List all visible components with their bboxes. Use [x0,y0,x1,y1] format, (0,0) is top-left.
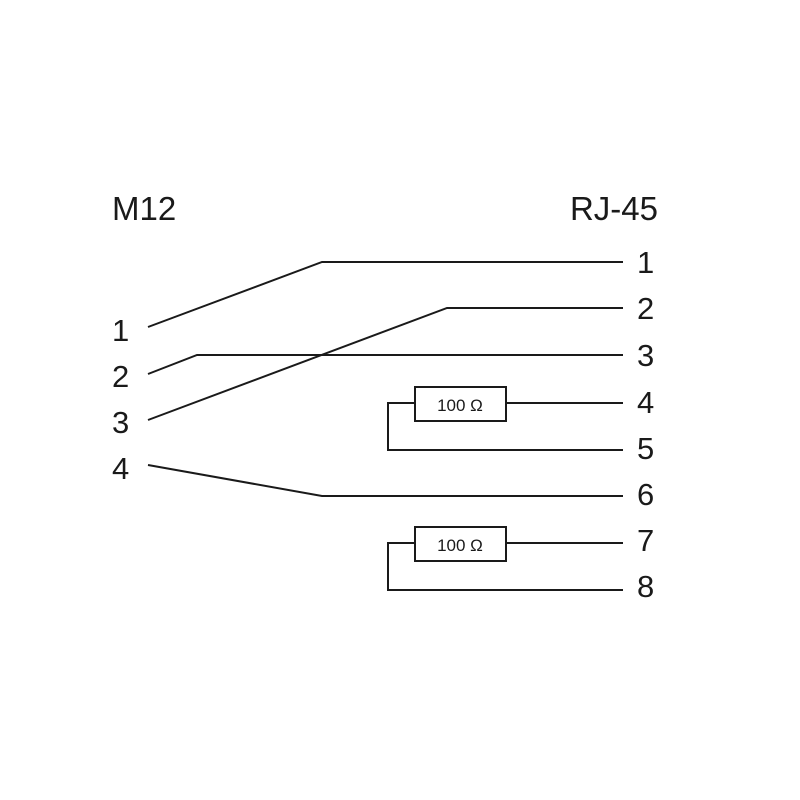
wire-m12-1-to-rj45-1 [147,261,623,328]
m12-pin-2: 2 [112,359,129,394]
rj45-pin-2: 2 [637,291,654,326]
rj45-pin-3: 3 [637,338,654,373]
rj45-pin-6: 6 [637,477,654,512]
rj45-pin-4: 4 [637,385,654,420]
m12-pin-3: 3 [112,405,129,440]
rj45-pin-7: 7 [637,523,654,558]
resistor-rj45-7-8 [414,526,507,562]
rj45-pin-5: 5 [637,431,654,466]
resistor-rj45-4-5 [414,386,507,422]
rj45-pin-1: 1 [637,245,654,280]
wire-m12-2-to-rj45-3 [147,354,623,375]
wire-m12-3-to-rj45-2 [147,307,623,421]
wire-m12-4-to-rj45-6 [147,464,623,497]
wire-rj45-7-8-return [387,542,623,591]
rj45-header: RJ-45 [570,190,658,227]
m12-pin-1: 1 [112,313,129,348]
resistor-rj45-4-5-label: 100 Ω [437,396,483,415]
m12-pin-4: 4 [112,451,129,486]
wire-rj45-4-5-return [387,402,623,451]
m12-header: M12 [112,190,176,227]
resistor-rj45-7-8-label: 100 Ω [437,536,483,555]
rj45-pin-8: 8 [637,569,654,604]
